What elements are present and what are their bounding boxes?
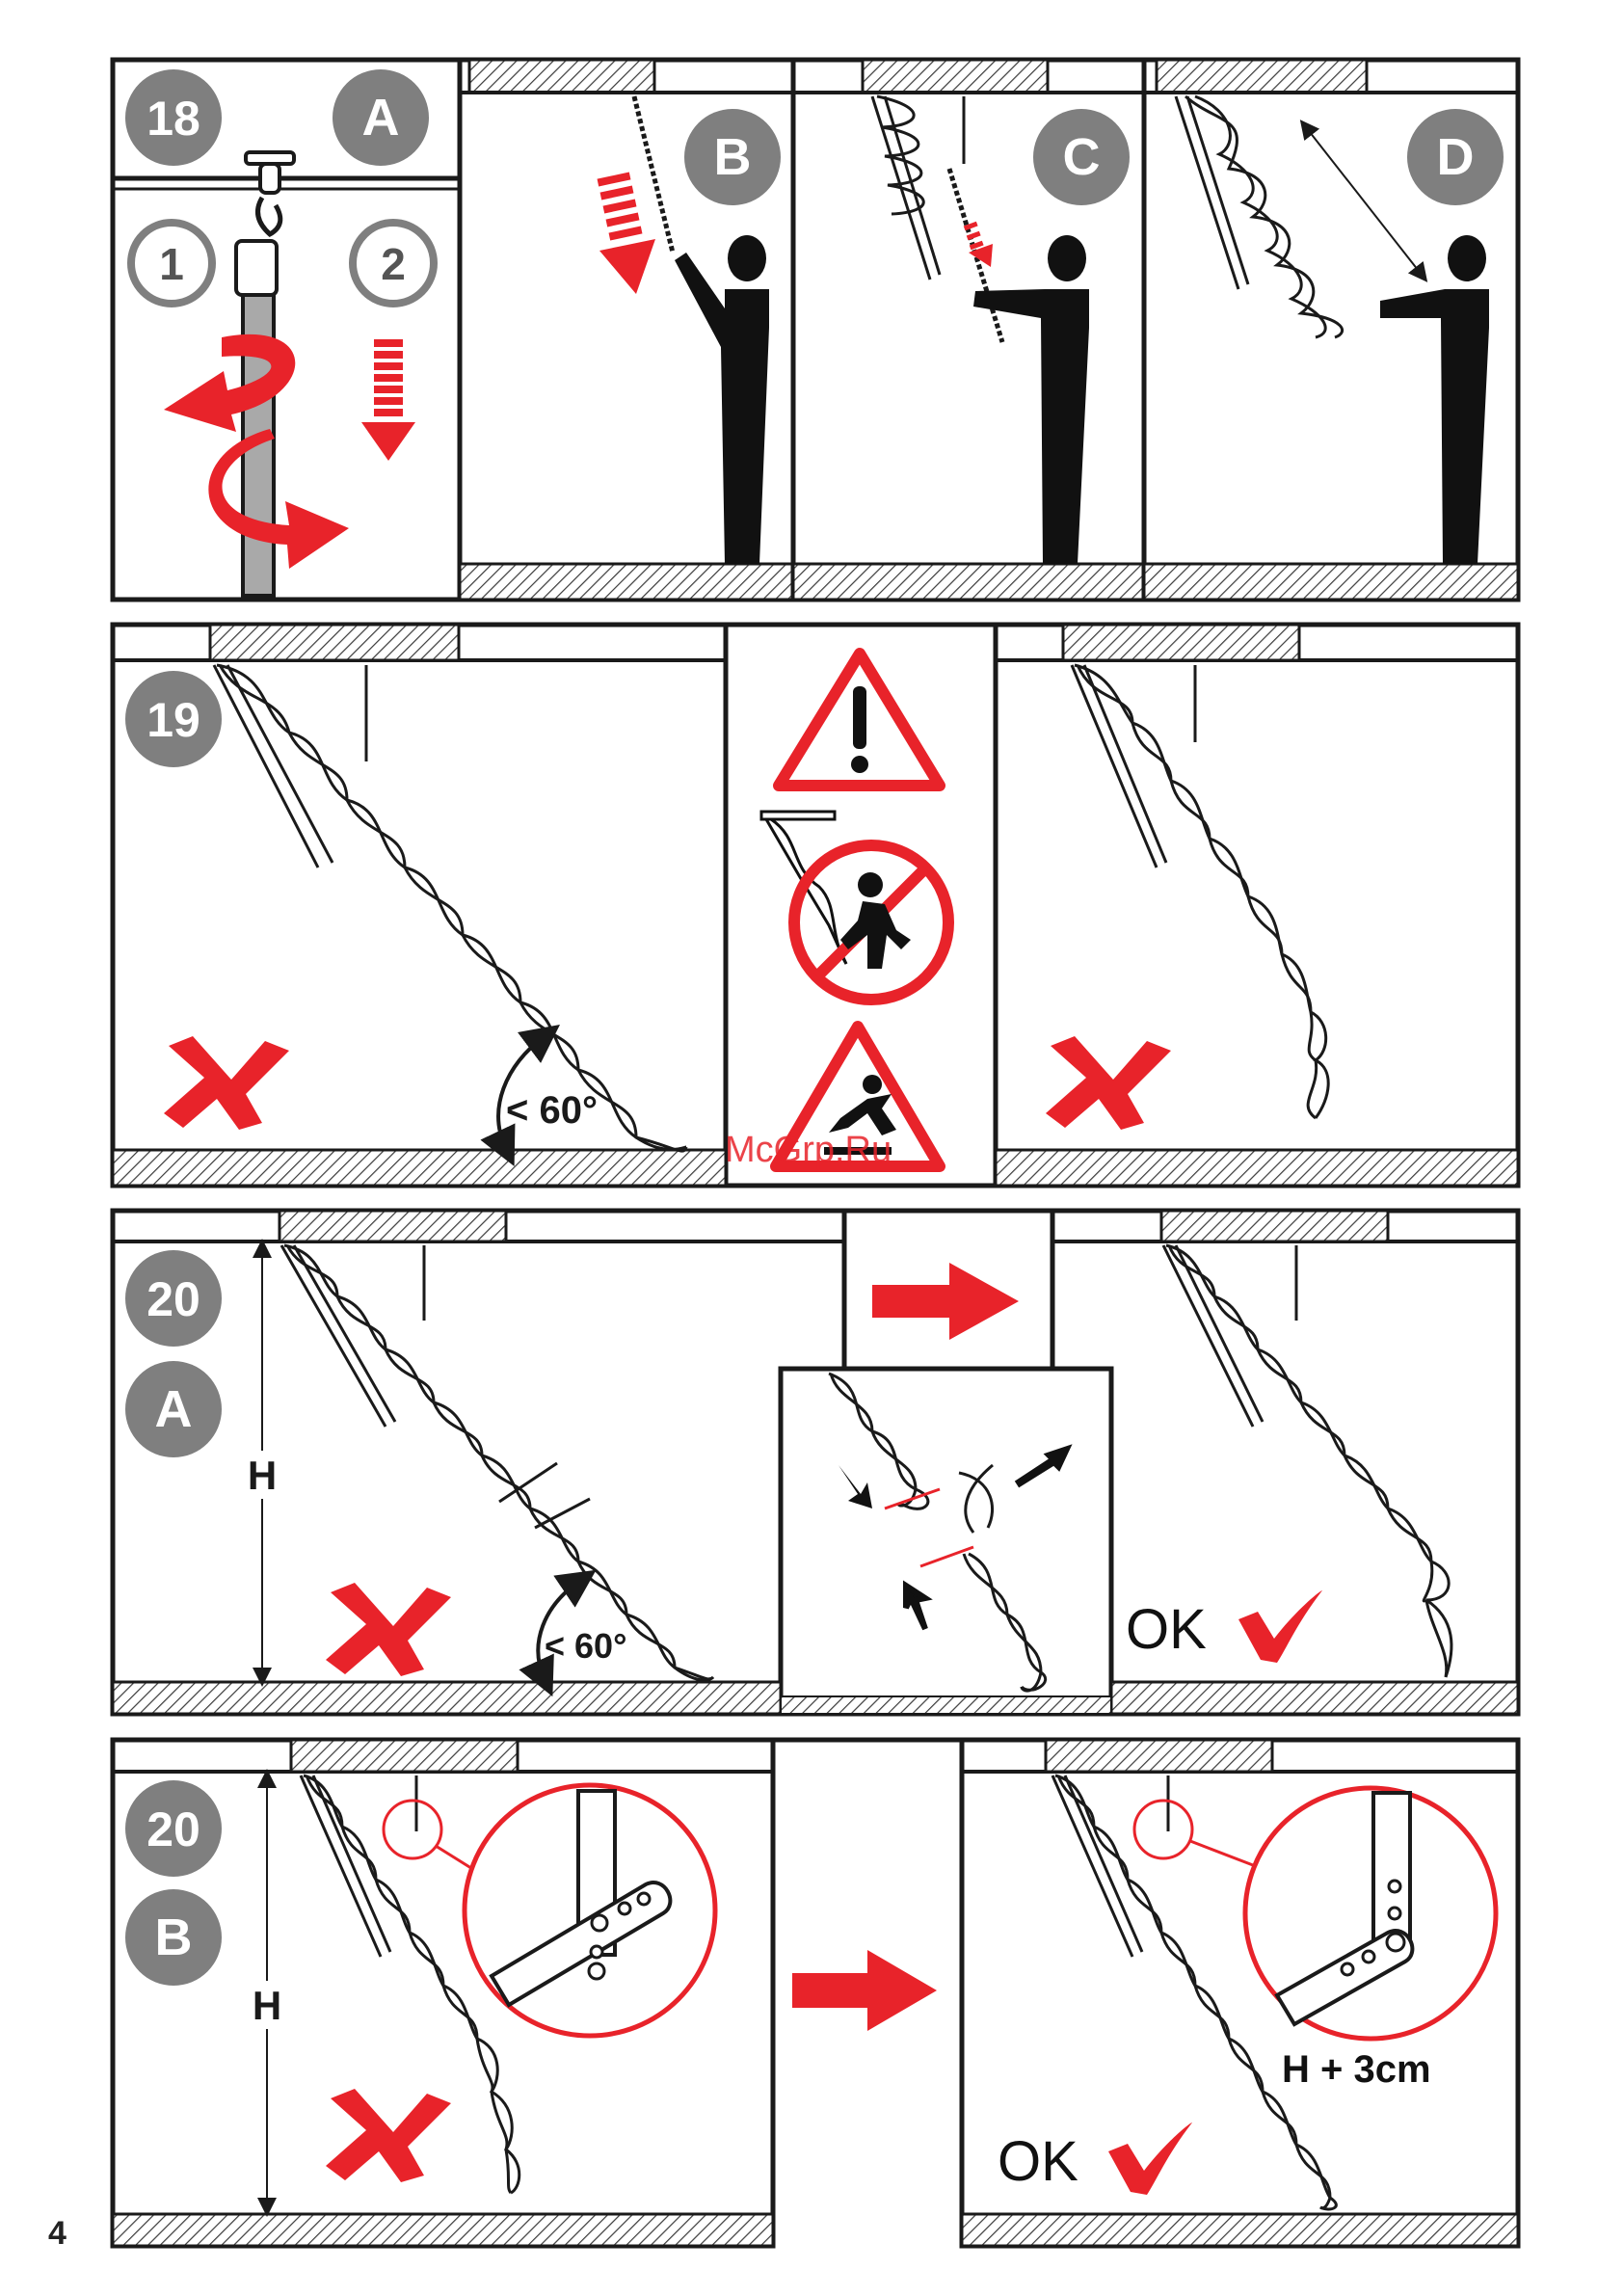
panel-18c: C	[793, 60, 1144, 600]
panel-18d: D	[1144, 60, 1518, 600]
extended-ladder-icon	[214, 665, 686, 1151]
warning-triangle-icon	[779, 654, 940, 786]
extending-ladder-icon	[1176, 96, 1343, 337]
ok-label: OK	[1126, 1598, 1207, 1661]
panel-19-right	[996, 625, 1518, 1186]
person-silhouette-icon	[1380, 235, 1489, 564]
no-person-on-ladder-icon	[761, 812, 948, 1000]
section-number: 20	[146, 1802, 200, 1856]
watermark: McGrp.Ru	[725, 1130, 892, 1170]
pull-down-arrow-icon	[598, 173, 655, 294]
angle-label: < 60°	[506, 1089, 598, 1132]
step-letter: D	[1437, 128, 1475, 186]
cross-mark-icon	[1046, 1036, 1171, 1130]
cross-mark-icon	[164, 1036, 289, 1130]
correct-ladder-icon	[1163, 1245, 1451, 1677]
hinge-detail-zoom	[465, 1785, 715, 2036]
step-letter: C	[1063, 128, 1101, 186]
cut-ladder-detail	[829, 1374, 1065, 1691]
extend-range-arrow-icon	[1306, 127, 1422, 275]
step-2-label: 2	[381, 239, 406, 289]
next-step-arrow-icon	[792, 1950, 937, 2031]
step-letter: A	[362, 89, 400, 147]
too-long-ladder-icon	[281, 1245, 713, 1680]
section-20a: 20 A H < 60°	[113, 1211, 1518, 1714]
step-letter: A	[155, 1380, 193, 1438]
person-silhouette-icon	[973, 235, 1089, 564]
next-step-arrow-icon	[872, 1263, 1019, 1340]
cross-mark-icon	[326, 2089, 451, 2182]
hinge-highlight-ring	[1134, 1801, 1192, 1858]
page-number: 4	[48, 2215, 67, 2253]
panel-19-warnings	[761, 654, 948, 1166]
ok-label: OK	[998, 2130, 1078, 2193]
height-label: H	[253, 1983, 281, 2028]
step-letter: B	[155, 1909, 193, 1966]
section-number: 18	[146, 92, 200, 146]
section-19: 19 < 60°	[113, 625, 1518, 1186]
step-1-label: 1	[159, 239, 184, 289]
check-mark-icon	[1108, 2122, 1192, 2195]
height-label: H	[248, 1453, 277, 1498]
ceiling-hook-icon	[236, 152, 294, 295]
section-number: 20	[146, 1272, 200, 1326]
section-18: 18 A 1 2	[113, 60, 1518, 600]
pull-down-arrow-icon	[361, 339, 415, 461]
section-number: 19	[146, 693, 200, 747]
step-letter: B	[714, 128, 752, 186]
panel-19-left: 19 < 60°	[113, 625, 726, 1186]
hanging-ladder-icon	[1072, 665, 1328, 1118]
hinge-highlight-ring	[384, 1801, 441, 1858]
adjust-height-label: H + 3cm	[1282, 2048, 1431, 2091]
person-silhouette-icon	[675, 235, 769, 564]
section-20b: 20 B H	[113, 1740, 1518, 2246]
panel-18a: 18 A 1 2	[113, 60, 460, 600]
check-mark-icon	[1238, 1590, 1322, 1663]
angle-label: < 60°	[545, 1626, 626, 1666]
panel-18b: B	[460, 60, 793, 600]
hinge-detail-zoom	[1245, 1788, 1496, 2039]
cross-mark-icon	[326, 1583, 451, 1676]
folded-ladder-icon	[872, 96, 964, 280]
